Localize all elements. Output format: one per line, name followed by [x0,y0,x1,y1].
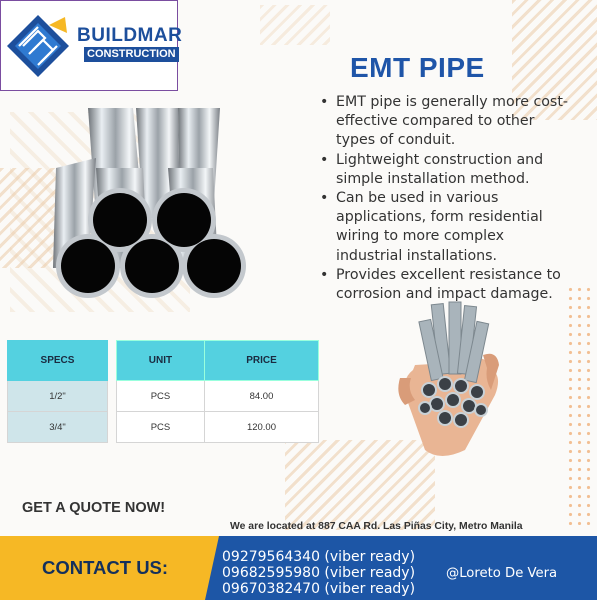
location-text: We are located at 887 CAA Rd. Las Piñas … [230,521,523,532]
unit-cell: PCS [116,411,205,443]
social-handle: @Loreto De Vera [446,566,558,581]
decor-stripes [285,440,435,530]
unit-header: UNIT [116,340,205,381]
footer-contact-panel [205,536,597,600]
quote-cta: GET A QUOTE NOW! [22,500,166,516]
specs-cell: 1/2" [7,380,108,412]
decor-stripes [0,168,60,268]
specs-table: SPECS 1/2" 3/4" [7,340,108,443]
hand-holding-pipes-image [398,301,499,456]
feature-item: Lightweight construction and simple inst… [318,151,573,189]
phone-number: 09670382470 (viber ready) [222,581,416,597]
price-cell: 84.00 [203,380,320,412]
price-header: PRICE [203,340,320,381]
contact-label: CONTACT US: [42,557,169,578]
feature-item: EMT pipe is generally more cost-effectiv… [318,93,573,151]
feature-list: EMT pipe is generally more cost-effectiv… [318,93,573,304]
brand-name: BUILDMAR [77,25,183,46]
steel-pipes-image [53,108,246,298]
feature-item: Can be used in various applications, for… [318,189,573,266]
decor-stripes [260,5,330,45]
brand-logo: BUILDMAR CONSTRUCTION [0,0,182,91]
decor-dots [566,285,592,525]
phone-number: 09682595980 (viber ready) [222,565,416,581]
price-cell: 120.00 [203,411,320,443]
brand-subtitle: CONSTRUCTION [84,47,179,62]
product-title: EMT PIPE [350,52,485,83]
phone-list: 09279564340 (viber ready) 09682595980 (v… [222,549,415,597]
price-table: UNIT PRICE PCS 84.00 PCS 120.00 [116,340,320,443]
specs-header: SPECS [7,340,108,381]
feature-item: Provides excellent resistance to corrosi… [318,266,573,304]
unit-cell: PCS [116,380,205,412]
logo-icon [5,13,71,79]
phone-number: 09279564340 (viber ready) [222,549,416,565]
specs-cell: 3/4" [7,411,108,443]
